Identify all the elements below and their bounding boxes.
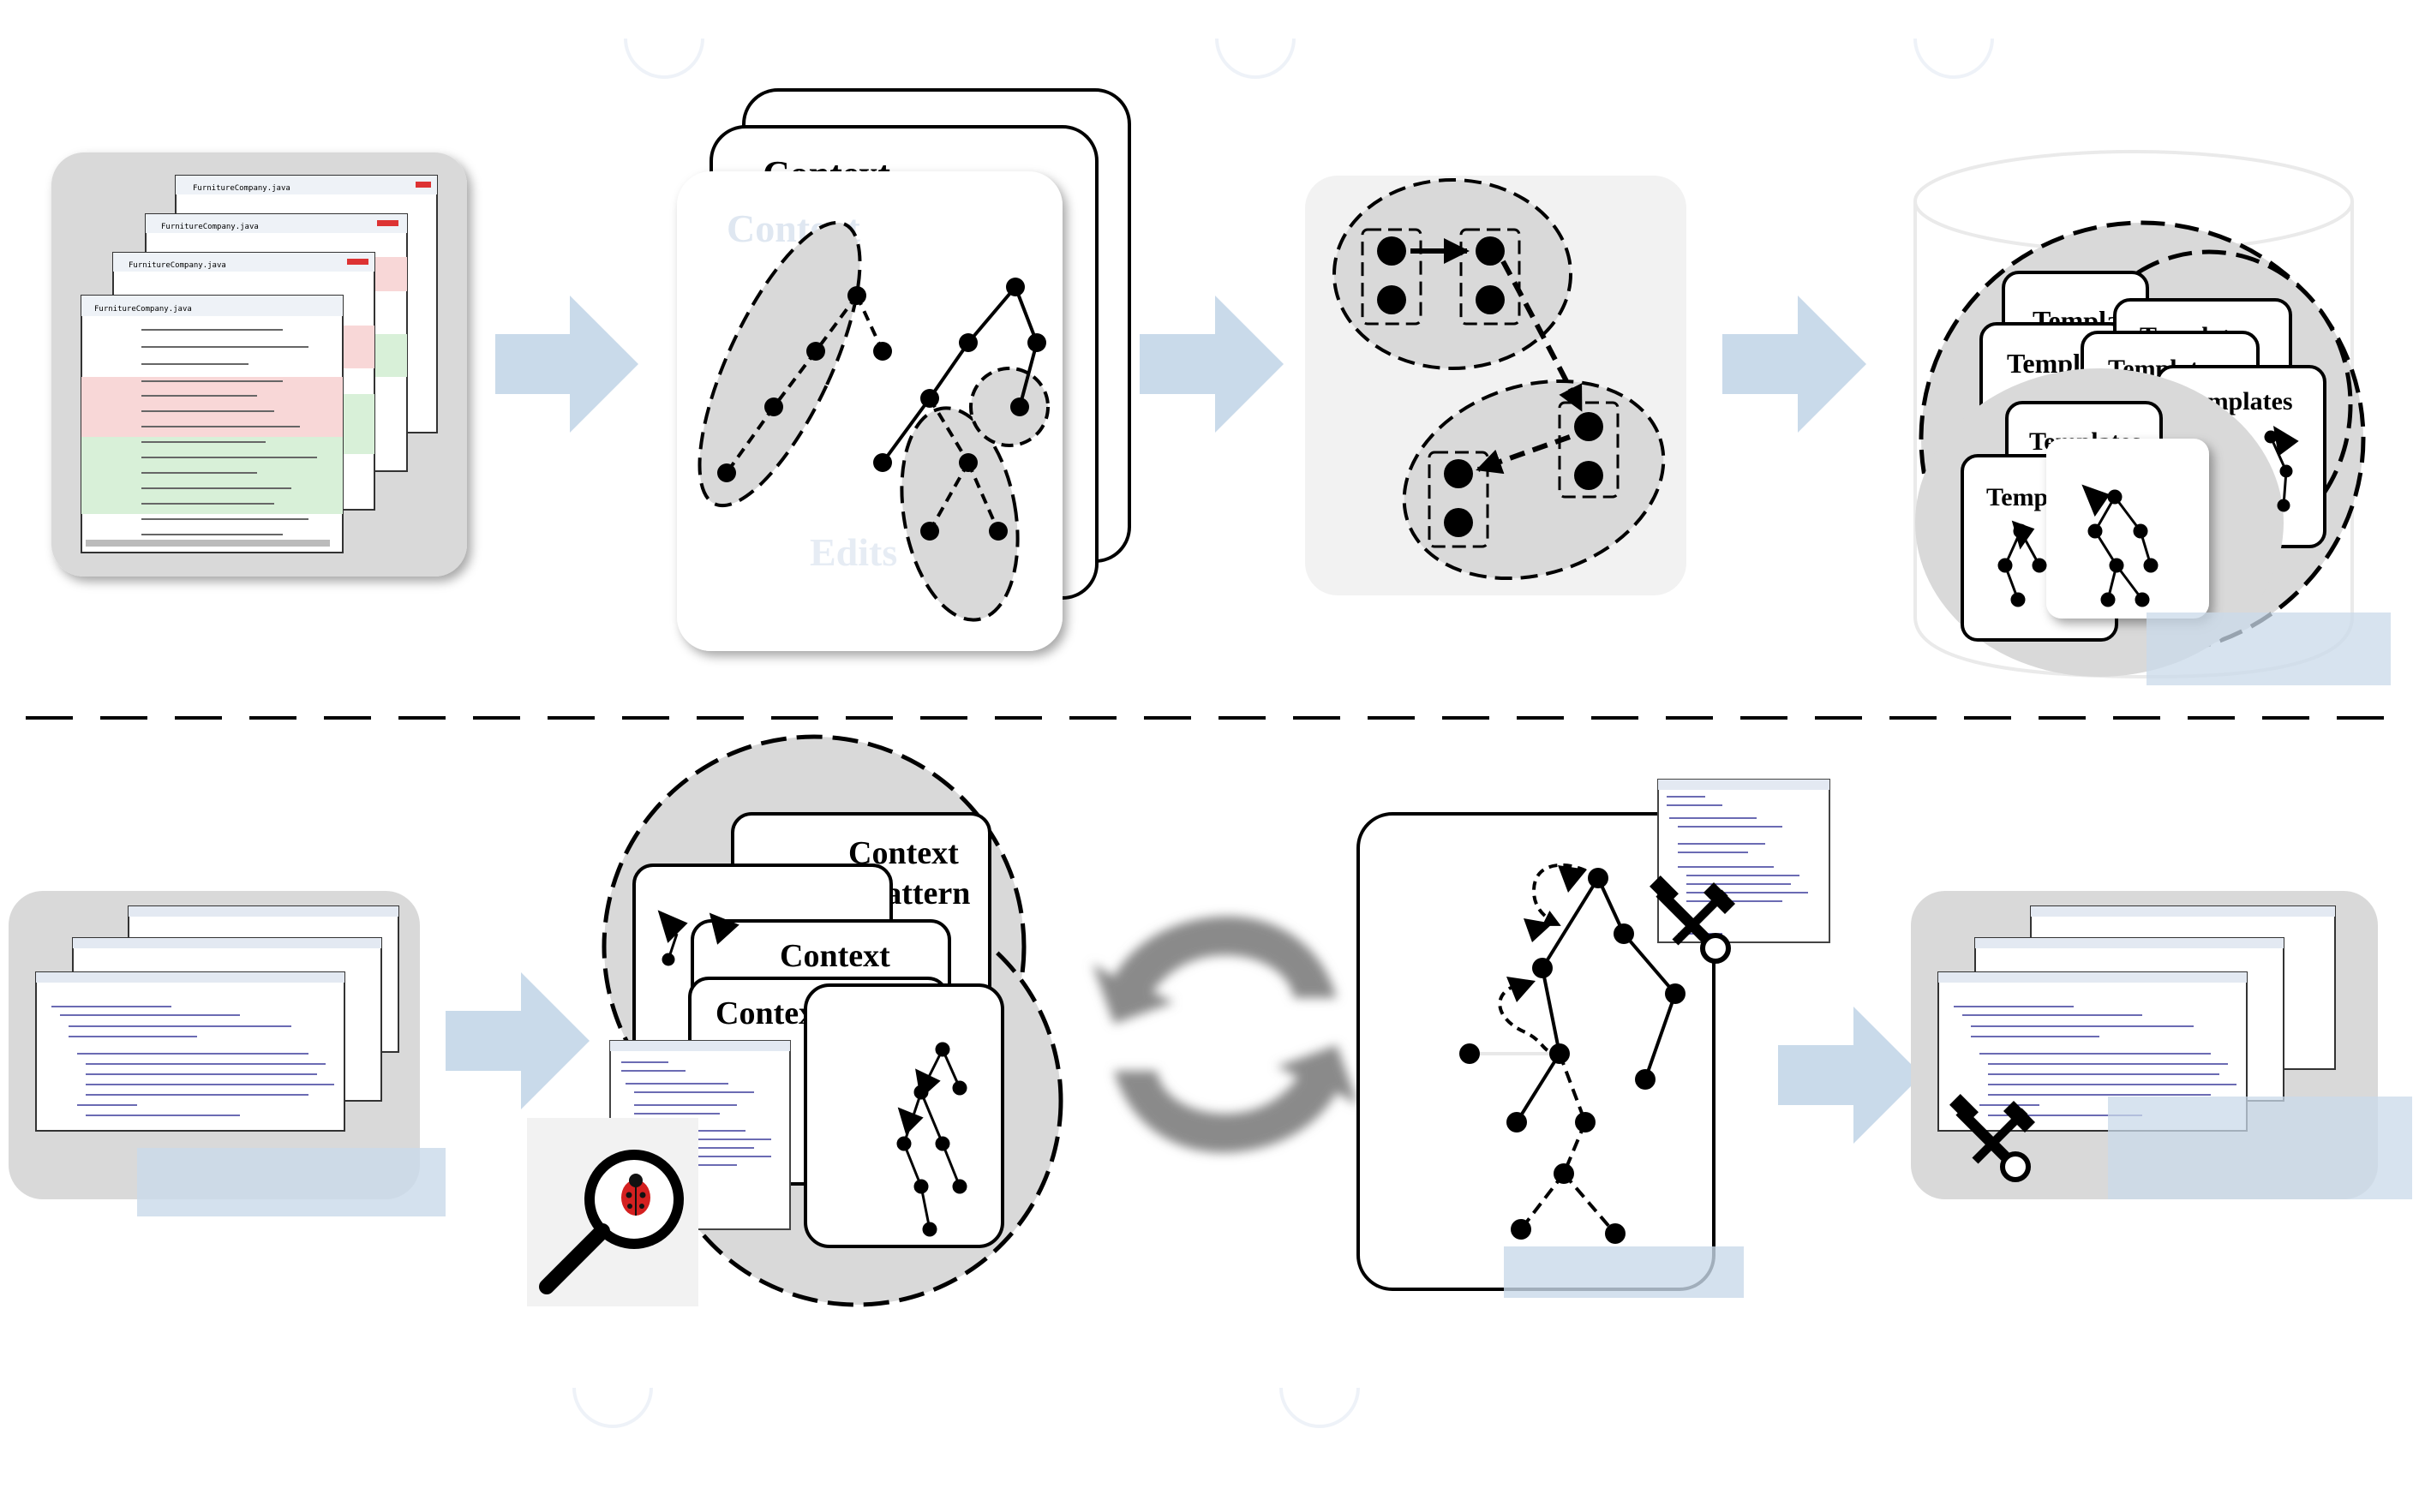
code-snippet	[1657, 779, 1830, 943]
pattern-tree-icon	[896, 1042, 967, 1237]
faint-edits-label: Edits	[810, 530, 897, 574]
context-edit-cards: Context Context Edits	[677, 88, 1131, 651]
arrow-right-icon	[495, 296, 638, 433]
repair-tools-icon	[1949, 1094, 2035, 1182]
diff-page-front: FurnitureCompany.java	[81, 295, 344, 553]
diff-documents: FurnitureCompany.java FurnitureCompany.j…	[51, 152, 467, 577]
fixed-source-files	[1911, 891, 2412, 1199]
refresh-cycle-icon	[1093, 916, 1358, 1153]
pattern-matching: Context Pattern Context Context	[527, 734, 1063, 1307]
context-tree-graph	[698, 220, 1050, 622]
repair-tools-icon	[1650, 876, 1735, 964]
buggy-source-files	[9, 891, 446, 1216]
edit-clustering	[1305, 176, 1686, 595]
magnifier-icon	[527, 1118, 698, 1306]
template-tree-icon	[1997, 426, 2299, 607]
context-label: Context	[780, 938, 890, 974]
diff-filename: FurnitureCompany.java	[129, 261, 226, 270]
arrow-right-icon	[446, 972, 590, 1109]
patch-generation	[1356, 779, 1830, 1298]
database-icon: Templates Templates Templates Templates …	[1913, 150, 2391, 685]
diff-filename: FurnitureCompany.java	[193, 184, 290, 193]
arrow-right-icon	[1722, 296, 1866, 433]
arrow-right-icon	[1778, 1007, 1922, 1144]
diff-filename: FurnitureCompany.java	[94, 305, 192, 314]
decorative-bumps	[572, 38, 1994, 1428]
ladybug-icon	[621, 1174, 650, 1216]
diff-filename: FurnitureCompany.java	[161, 223, 259, 231]
tree-fragment-icon	[657, 910, 739, 966]
arrow-right-icon	[1140, 296, 1284, 433]
